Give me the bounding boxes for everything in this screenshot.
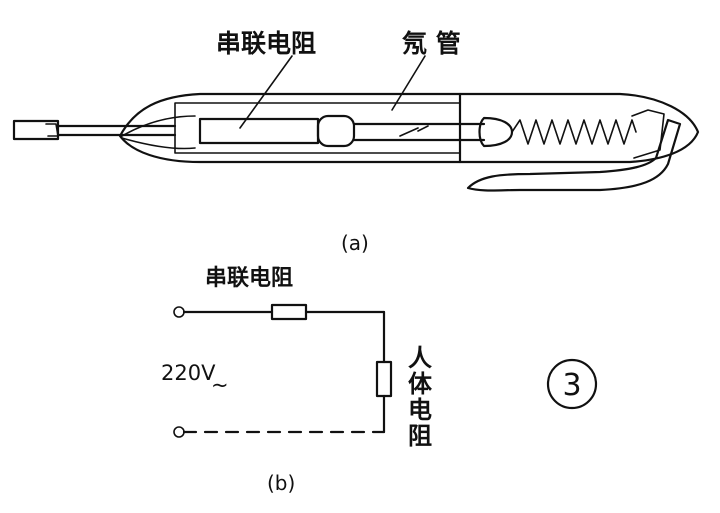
body-resistor	[375, 360, 393, 398]
label-neon-tube: 氖 管	[402, 29, 461, 58]
label-voltage: 220V	[161, 361, 216, 385]
label-body-char: 阻	[408, 422, 432, 450]
test-pen-drawing: 串联电阻 氖 管 (a)	[12, 29, 700, 255]
pen-cap	[458, 92, 700, 192]
terminal-top	[173, 306, 185, 318]
caption-a: (a)	[341, 231, 369, 255]
spring	[511, 119, 637, 145]
pen-barrel	[118, 92, 462, 164]
leader-resistor-a	[239, 55, 293, 129]
label-body-char: 体	[408, 370, 433, 398]
series-resistor-a	[198, 117, 320, 145]
inner-cavity	[174, 102, 461, 154]
terminal-bottom	[173, 426, 185, 438]
figure-number: 3	[562, 368, 581, 403]
pen-clip	[466, 118, 682, 192]
label-resistor-b: 串联电阻	[205, 266, 293, 291]
label-body-resistance: 人 体 电 阻	[408, 344, 433, 450]
label-body-char: 电	[408, 396, 432, 424]
label-voltage-ac: ~	[211, 373, 229, 397]
probe-tip	[12, 119, 177, 141]
leader-neon	[391, 55, 426, 111]
circuit-diagram: 串联电阻 220V ~ 人 体 电 阻 (b)	[161, 266, 433, 495]
label-body-char: 人	[408, 344, 432, 372]
series-resistor-b	[270, 303, 308, 321]
label-resistor-a: 串联电阻	[216, 29, 316, 58]
caption-b: (b)	[267, 471, 295, 495]
neon-tube	[316, 114, 514, 148]
figure-number-badge: 3	[546, 358, 598, 410]
